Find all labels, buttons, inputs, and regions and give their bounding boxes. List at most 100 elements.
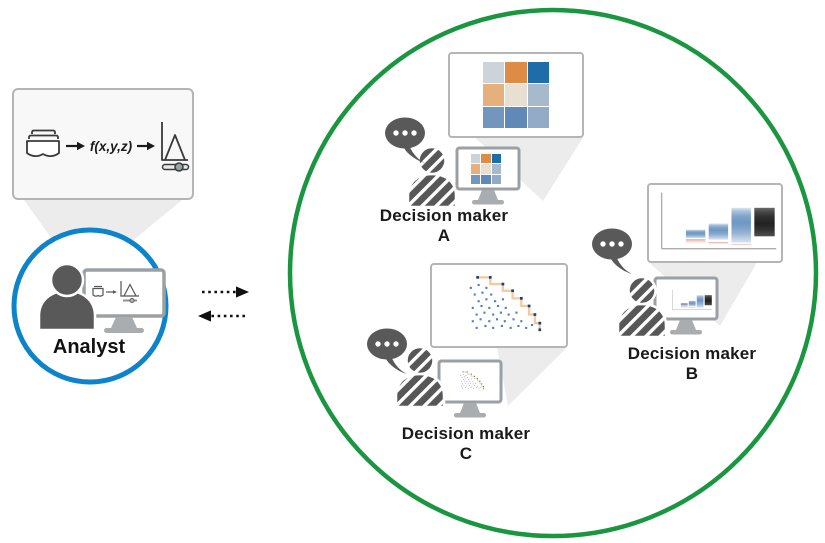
pink-bar (708, 242, 729, 245)
pink-bar (685, 239, 706, 244)
frontier-point (476, 378, 478, 380)
arrow-right-icon (202, 286, 249, 298)
scatter-point (471, 320, 474, 323)
frontier-point (501, 282, 505, 286)
distribution-chart-icon (161, 122, 190, 172)
scatter-point (512, 318, 515, 321)
scatter-point (517, 324, 520, 328)
scatter-point (463, 380, 465, 382)
blue-bar (688, 300, 696, 307)
pareto-frontier-line (477, 276, 541, 330)
scatter-point (494, 300, 497, 303)
blue-bar (731, 207, 751, 243)
decision-maker-b-letter: B (685, 364, 699, 383)
scatter-point (484, 324, 487, 328)
heatmap-cell (505, 84, 527, 106)
arrow-icon (66, 141, 85, 151)
frontier-point (466, 371, 468, 373)
scatter-point (462, 387, 464, 389)
scatter-point (473, 293, 476, 296)
decision-maker-a-name: Decision maker (379, 206, 509, 225)
scatter-point (479, 318, 482, 321)
heatmap-cell (491, 154, 501, 164)
scatter-point (465, 375, 467, 376)
mini-pipeline-icon (92, 281, 139, 304)
blue-bar (696, 295, 704, 308)
scatter-point (495, 318, 499, 321)
frontier-point (476, 276, 479, 279)
heatmap-cell (481, 174, 491, 184)
speech-bubble-a-icon (385, 117, 425, 163)
scatter-point (469, 380, 471, 382)
pink-bar (688, 307, 696, 309)
frontier-point (527, 304, 531, 308)
person-c-icon (394, 345, 446, 409)
scatter-point (465, 387, 466, 388)
scatter-point (507, 313, 510, 316)
speech-bubble-b-icon (592, 228, 632, 274)
bar-chart-card-b (647, 183, 783, 263)
scatter-point (472, 383, 474, 385)
uncertainty-bar-chart (660, 192, 777, 250)
scatter-point (471, 385, 473, 387)
scatter-point (465, 378, 467, 380)
decision-maker-c-name: Decision maker (401, 424, 531, 443)
heatmap-cell (505, 62, 527, 84)
scatter-point (475, 326, 478, 329)
scatter-point (488, 306, 491, 309)
frontier-point (538, 328, 542, 332)
analyst-pipeline-card: f(x,y,z) (12, 88, 194, 200)
blue-bar (680, 302, 688, 306)
scatter-point (460, 375, 462, 376)
frontier-point (482, 388, 484, 390)
scatter-point (471, 381, 473, 383)
heatmap-cell (483, 62, 505, 84)
decision-maker-c-letter: C (459, 444, 473, 463)
scatter-point (469, 385, 470, 386)
pipeline-diagram: f(x,y,z) (26, 122, 190, 172)
heatmap-cell (527, 106, 549, 128)
scatter-point (470, 387, 472, 388)
scatter-point (476, 385, 478, 387)
scatter-point (480, 386, 482, 388)
heatmap-cell (481, 154, 491, 164)
scatter-point (466, 385, 468, 387)
scatter-point (475, 313, 478, 316)
scatter-point (485, 286, 488, 289)
scatter-point (509, 326, 512, 329)
scatter-point (466, 381, 468, 383)
scatter-point (467, 383, 469, 385)
decision-maker-a-label: Decision maker A (359, 206, 529, 246)
scatter-point (475, 382, 477, 384)
scatter-point (473, 387, 475, 389)
frontier-point (488, 276, 492, 279)
person-b-icon (616, 275, 668, 339)
scatter-point (488, 320, 491, 323)
mini-heatmap-chart (471, 154, 501, 184)
scatter-point (525, 326, 528, 329)
scatter-point (461, 385, 462, 387)
frontier-point (511, 289, 514, 293)
dark-bar (754, 207, 775, 237)
heatmap-card-a (448, 52, 584, 138)
frontier-point (470, 373, 472, 375)
arrow-icon (137, 141, 155, 151)
scatter-point (470, 378, 472, 380)
mini-bar-chart (672, 289, 713, 310)
scatter-point (492, 313, 495, 316)
scatter-point (464, 376, 465, 378)
frontier-point (481, 383, 483, 385)
scatter-point (471, 306, 474, 309)
heatmap-cell (483, 106, 505, 128)
decision-maker-b-label: Decision maker B (607, 344, 777, 384)
scatter-point (463, 385, 465, 386)
scatter-point (485, 298, 488, 301)
decision-maker-a-letter: A (437, 226, 451, 245)
frontier-point (482, 386, 484, 388)
heatmap-cell (471, 174, 481, 184)
dark-bar (704, 295, 712, 306)
scatter-point (480, 304, 483, 308)
scatter-point (462, 379, 464, 380)
decision-maker-b-name: Decision maker (627, 344, 757, 363)
pareto-frontier-line (462, 371, 484, 389)
